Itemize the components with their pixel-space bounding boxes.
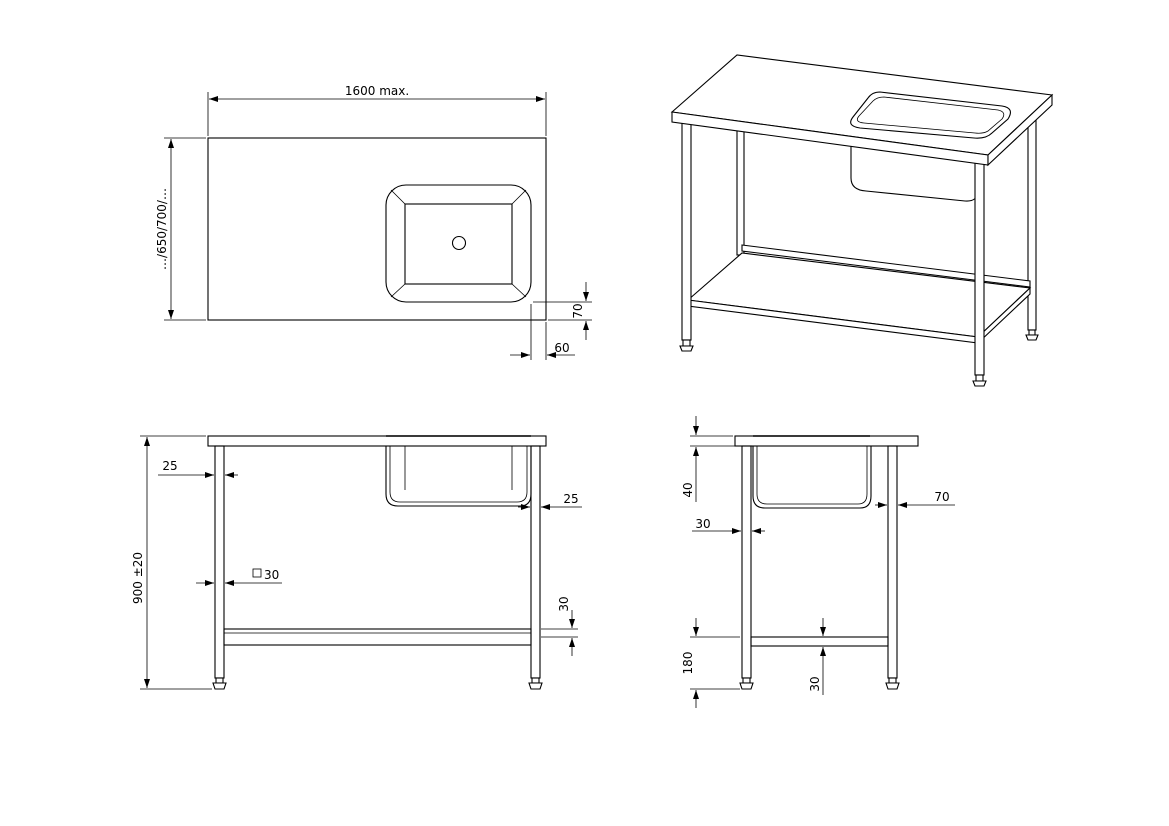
foot: [739, 682, 754, 690]
foot: [975, 374, 984, 382]
foot: [885, 682, 900, 690]
sink-bowl: [385, 446, 532, 507]
tabletop-side: [734, 435, 919, 447]
tabletop-side-edge: [987, 93, 1053, 167]
rail-thickness-label: 30: [808, 676, 822, 691]
sink-side-offset-label: 60: [554, 341, 569, 355]
sink-opening: [850, 91, 1011, 139]
back-left-leg: [736, 124, 745, 256]
foot: [972, 380, 987, 387]
sink-outer-outline: [385, 184, 532, 303]
foot: [531, 677, 540, 684]
shelf-thickness-label: 30: [557, 596, 571, 611]
front-left-leg: [681, 121, 692, 341]
height-label: 900 ±20: [131, 552, 145, 604]
sink-bowl-detail: [389, 446, 528, 503]
side-rail: [750, 636, 889, 647]
sink-inner-rim: [856, 96, 1005, 134]
foot: [888, 677, 897, 684]
right-leg-inset-label: 25: [563, 492, 578, 506]
front-view: 900 ±20 25 25 30 30: [131, 435, 582, 690]
top-thickness-label: 40: [681, 482, 695, 497]
sink-corner-line: [511, 283, 527, 298]
foot: [682, 339, 691, 347]
sink-bowl-outline: [404, 203, 513, 285]
isometric-view: [670, 54, 1054, 387]
foot: [679, 345, 694, 352]
foot: [212, 682, 227, 690]
tabletop-outline: [207, 137, 547, 321]
width-label: 1600 max.: [345, 84, 409, 98]
right-leg: [530, 445, 541, 679]
top-view: 1600 max. …/650/700/… 70 60: [155, 84, 592, 360]
front-right-leg: [974, 154, 985, 376]
shelf-height-label: 180: [681, 652, 695, 675]
drain-hole: [451, 235, 467, 251]
sink-bowl: [752, 446, 872, 509]
foot: [528, 682, 543, 690]
back-leg: [887, 445, 898, 679]
sink-corner-line: [511, 189, 527, 205]
foot: [742, 677, 751, 684]
sink-corner-line: [390, 189, 406, 205]
side-view: 40 30 70 180 30: [681, 416, 955, 708]
foot: [215, 677, 224, 684]
foot: [1025, 334, 1039, 341]
sink-corner-line: [390, 283, 406, 298]
back-right-leg: [1027, 114, 1037, 331]
sink-bowl-detail: [756, 446, 868, 505]
front-leg: [741, 445, 752, 679]
back-rail: [741, 244, 1031, 288]
back-offset-label: 70: [934, 490, 949, 504]
tube-size-label: 30: [264, 568, 279, 582]
foot: [1028, 329, 1036, 336]
sink-front-offset-label: 70: [571, 303, 585, 318]
left-leg: [214, 445, 225, 679]
left-leg-inset-label: 25: [162, 459, 177, 473]
lower-rail: [223, 628, 532, 646]
square-section-icon: [252, 568, 262, 578]
leg-size-label: 30: [695, 517, 710, 531]
tabletop-front: [207, 435, 547, 447]
depth-label: …/650/700/…: [155, 188, 169, 270]
